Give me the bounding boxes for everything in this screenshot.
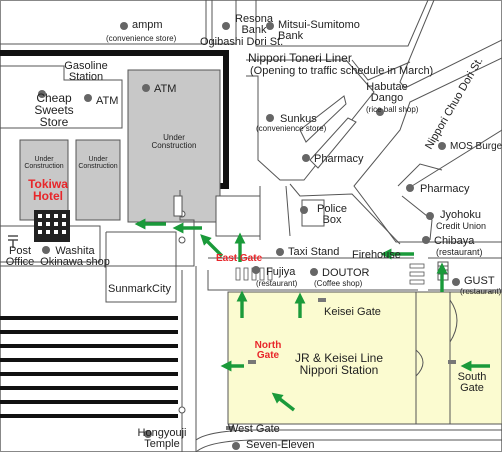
label-hongyouji-temple: Hongyouji Temple xyxy=(137,427,187,450)
poi-dot-icon xyxy=(252,266,260,274)
label-tokiwa-hotel: Tokiwa Hotel xyxy=(28,177,68,203)
label-mos-burger: MOS Burger xyxy=(450,141,502,152)
label-doutor: DOUTOR xyxy=(322,267,370,279)
bollards xyxy=(173,195,186,414)
label-sunkus-sub: (convenience store) xyxy=(256,124,327,133)
poi-dot-icon xyxy=(376,108,384,116)
green-arrow-icon xyxy=(271,392,296,412)
label-atm-small: ATM xyxy=(96,95,119,107)
crosswalk-stripes xyxy=(235,263,425,285)
label-resona-bank: Resona Bank xyxy=(235,13,273,36)
green-arrows xyxy=(134,218,490,412)
label-jyohoku: Jyohoku xyxy=(440,209,481,221)
hotel-building-icon xyxy=(34,210,70,242)
label-pharmacy-1: Pharmacy xyxy=(314,153,364,165)
label-jyohoku-sub: Credit Union xyxy=(436,221,487,231)
poi-dot-icon xyxy=(232,442,240,450)
post-office-icon xyxy=(8,235,18,248)
label-keisei-gate: Keisei Gate xyxy=(324,306,381,318)
poi-dots xyxy=(38,22,460,450)
label-doutor-sub: (Coffee shop) xyxy=(314,279,363,288)
poi-dot-icon xyxy=(302,154,310,162)
label-habutae-dango: Habutae Dango xyxy=(366,81,408,104)
label-post-office: Post Office xyxy=(5,245,35,268)
label-washita-okinawa: Washita Okinawa shop xyxy=(40,245,110,268)
label-ampm: ampm xyxy=(132,19,163,31)
label-under-construction-1: Under Construction xyxy=(24,156,64,170)
label-habutae-sub: (rice ball shop) xyxy=(366,105,419,114)
poi-dot-icon xyxy=(266,22,274,30)
label-north-gate: North Gate xyxy=(254,340,282,361)
poi-dot-icon xyxy=(84,94,92,102)
label-pharmacy-2: Pharmacy xyxy=(420,183,470,195)
label-liner-schedule: (Opening to traffic schedule in March) xyxy=(250,65,434,77)
rail-tracks xyxy=(0,316,178,418)
poi-dot-icon xyxy=(42,246,50,254)
poi-dot-icon xyxy=(300,206,308,214)
label-under-construction-large: Under Construction xyxy=(151,133,197,150)
poi-dot-icon xyxy=(222,22,230,30)
label-west-gate: West Gate xyxy=(228,423,280,435)
label-east-gate: East Gate xyxy=(216,253,263,264)
label-sunkus: Sunkus xyxy=(280,113,317,125)
label-ampm-sub: (convenience store) xyxy=(106,34,177,43)
poi-dot-icon xyxy=(276,248,284,256)
label-seven-eleven: Seven-Eleven xyxy=(246,439,315,451)
poi-dot-icon xyxy=(142,84,150,92)
poi-dot-icon xyxy=(144,430,152,438)
label-nippori-toneri-liner: Nippori Toneri Liner xyxy=(248,51,352,65)
label-mitsui-bank: Mitsui-Sumitomo Bank xyxy=(278,19,360,42)
label-police-box: Police Box xyxy=(317,203,347,226)
label-sunmark-city: SunmarkCity xyxy=(108,283,171,295)
label-under-construction-2: Under Construction xyxy=(78,156,118,170)
poi-dot-icon xyxy=(438,142,446,150)
poi-dot-icon xyxy=(422,236,430,244)
poi-dot-icon xyxy=(452,278,460,286)
label-taxi-stand: Taxi Stand xyxy=(288,246,340,258)
label-gasoline-station: Gasoline Station xyxy=(64,60,108,83)
label-fujiya: Fujiya xyxy=(266,266,296,278)
label-ogibashi-dori: Ogibashi Dori St. xyxy=(200,36,284,48)
label-firehouse: Firehouse xyxy=(352,249,401,261)
label-chibaya-sub: (restaurant) xyxy=(436,247,483,257)
road-lines xyxy=(0,257,502,452)
poi-dot-icon xyxy=(426,212,434,220)
label-cheap-sweets-store: Cheap Sweets Store xyxy=(34,91,74,129)
poi-dot-icon xyxy=(406,184,414,192)
poi-dot-icon xyxy=(266,114,274,122)
poi-dot-icon xyxy=(120,22,128,30)
label-south-gate: South Gate xyxy=(457,371,487,394)
label-gust: GUST xyxy=(464,275,495,287)
label-chibaya: Chibaya xyxy=(434,235,475,247)
green-arrow-icon xyxy=(200,234,224,258)
city-blocks xyxy=(0,0,502,245)
label-fujiya-sub: (restaurant) xyxy=(256,279,298,288)
label-nippori-station: JR & Keisei Line Nippori Station xyxy=(294,351,384,377)
poi-dot-icon xyxy=(38,90,46,98)
label-gust-sub: (restaurant) xyxy=(460,287,502,296)
label-atm-large: ATM xyxy=(154,83,177,95)
poi-dot-icon xyxy=(310,268,318,276)
